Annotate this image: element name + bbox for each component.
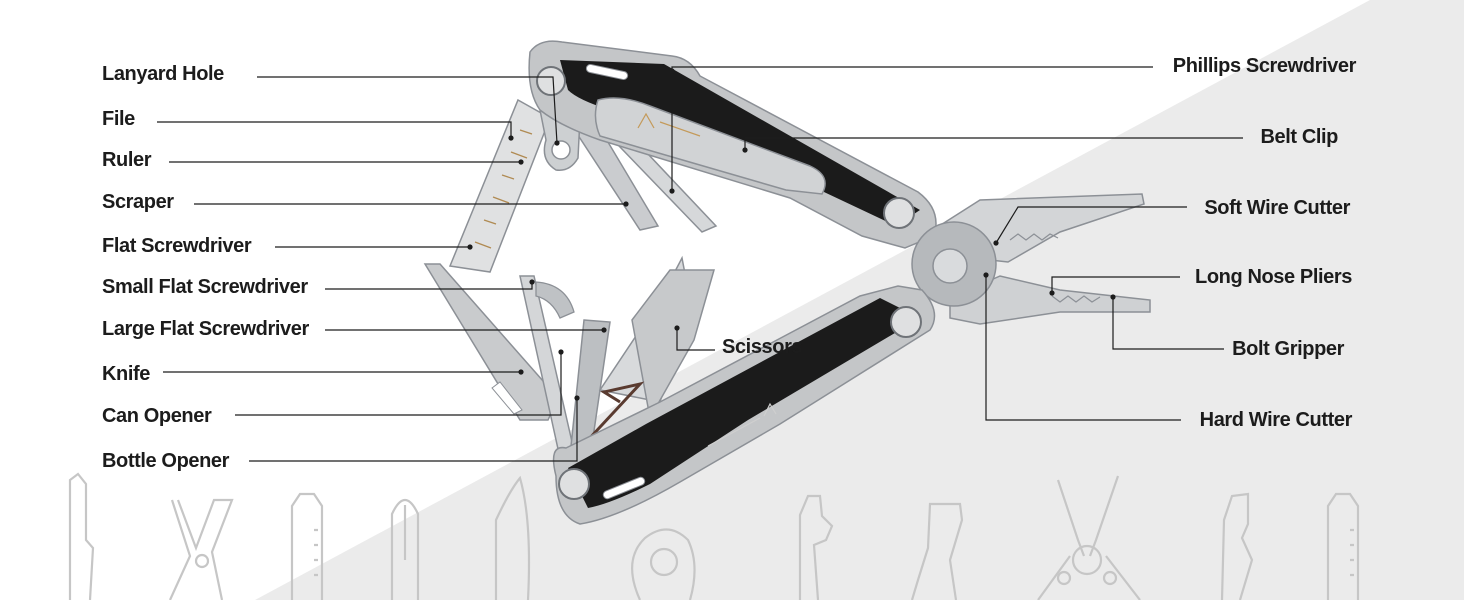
lower-pivot-screw <box>558 468 590 500</box>
upper-handle-screw <box>883 197 915 229</box>
upper-logo-mark <box>637 112 701 137</box>
can-opener-hook <box>535 281 575 319</box>
label-lanyard-hole: Lanyard Hole <box>102 63 224 85</box>
leader-lines <box>157 66 1243 462</box>
upper-handle-slot <box>585 63 629 81</box>
label-hard-wire-cutter: Hard Wire Cutter <box>1199 409 1353 431</box>
pliers-pivot <box>932 248 968 284</box>
label-belt-clip: Belt Clip <box>1260 126 1338 148</box>
ruler-silhouette-icon <box>290 492 324 600</box>
phillips-bit-silhouette-icon <box>390 498 420 600</box>
lower-handle-slot <box>602 476 646 500</box>
lower-logo-mark <box>707 402 777 447</box>
ruler-file-tool <box>448 98 551 273</box>
lanyard-ring-silhouette-icon <box>631 528 696 600</box>
leader-small-flat-screwdriver <box>325 282 533 290</box>
pliers-upper-teeth <box>1009 233 1059 241</box>
pliers-silhouette-icon <box>1037 475 1141 600</box>
label-can-opener: Can Opener <box>102 405 212 427</box>
bottle-opener-silhouette-icon <box>68 472 95 600</box>
label-knife: Knife <box>102 363 151 385</box>
label-file: File <box>102 108 135 130</box>
leader-phillips-screwdriver <box>671 66 1153 191</box>
label-scissors: Scissors <box>722 336 803 358</box>
tool-silhouettes-row <box>68 472 1360 600</box>
leader-bottle-opener <box>249 398 578 462</box>
label-soft-wire-cutter: Soft Wire Cutter <box>1204 197 1350 219</box>
leader-hard-wire-cutter <box>985 275 1181 421</box>
label-bolt-gripper: Bolt Gripper <box>1232 338 1344 360</box>
pliers-lower-jaw <box>949 275 1151 325</box>
scissors-spring <box>586 381 645 442</box>
label-long-nose-pliers: Long Nose Pliers <box>1195 266 1352 288</box>
leader-soft-wire-cutter <box>995 206 1187 244</box>
label-small-flat-screwdriver: Small Flat Screwdriver <box>102 276 308 298</box>
label-ruler: Ruler <box>102 149 152 171</box>
ruler-marks <box>474 129 533 249</box>
knife-silhouette-icon <box>494 475 531 600</box>
flat-screwdriver-silhouette-icon <box>910 502 964 600</box>
lower-handle-screw <box>890 306 922 338</box>
bottle-opener-silhouette-2-icon <box>1220 492 1254 600</box>
leader-scissors <box>676 328 715 351</box>
knife-blade-hole <box>491 381 523 415</box>
scissors-silhouette-icon <box>168 498 234 600</box>
leader-can-opener <box>235 352 562 416</box>
multitool <box>423 40 1151 525</box>
lower-handle-grip <box>568 298 912 508</box>
leader-belt-clip <box>744 137 1243 150</box>
label-phillips-screwdriver: Phillips Screwdriver <box>1172 55 1357 77</box>
leader-file <box>157 121 512 138</box>
label-bottle-opener: Bottle Opener <box>102 450 230 472</box>
scissors-blade-upper <box>631 269 715 421</box>
pliers-lower-teeth <box>1051 295 1101 303</box>
leader-dots <box>467 68 1116 401</box>
ruler-silhouette-2-icon <box>1326 492 1360 600</box>
label-large-flat-screwdriver: Large Flat Screwdriver <box>102 318 309 340</box>
leader-lanyard-hole <box>257 76 558 144</box>
leader-long-nose-pliers <box>1051 276 1180 293</box>
belt-clip <box>594 97 826 195</box>
leader-bolt-gripper <box>1112 297 1224 350</box>
upper-pivot-screw <box>536 66 566 96</box>
label-flat-screwdriver: Flat Screwdriver <box>102 235 252 257</box>
label-scraper: Scraper <box>102 191 174 213</box>
can-opener-silhouette-icon <box>798 494 834 600</box>
